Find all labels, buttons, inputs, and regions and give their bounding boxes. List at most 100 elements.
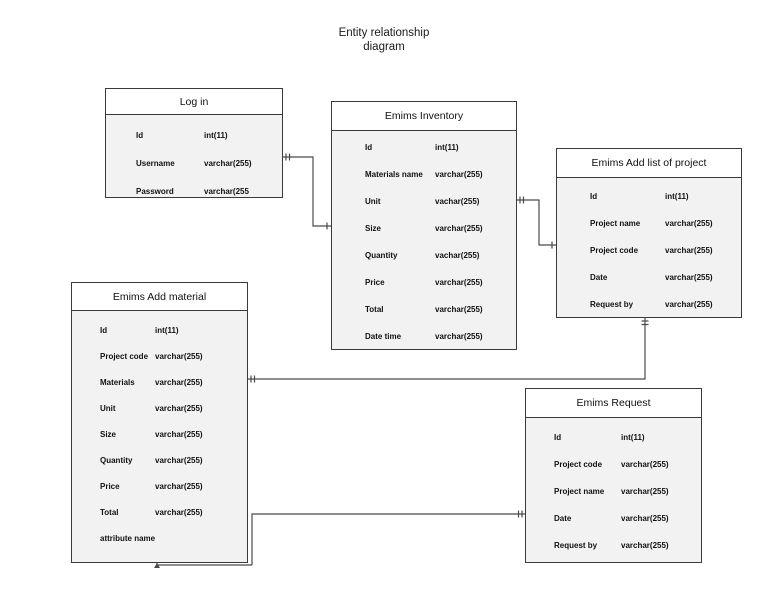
attribute-row[interactable]: Date varchar(255) [526,505,701,532]
attribute-row[interactable]: Quantity varchar(255) [72,447,247,473]
attribute-type: varchar(255) [621,487,669,496]
attribute-row[interactable]: Date varchar(255) [557,264,741,291]
attribute-name: Quantity [365,251,398,260]
attribute-type: varchar(255) [435,170,483,179]
attribute-type: varchar(255) [155,481,203,491]
attribute-row[interactable]: Id int(11) [106,121,282,149]
relationship-request-loop-to-add-material[interactable] [154,563,252,568]
relationship-line [156,563,252,566]
attribute-type: varchar(255 [204,186,249,196]
page-title-line1: Entity relationship [338,27,430,39]
attribute-row[interactable]: Project code varchar(255) [526,451,701,478]
attribute-type: int(11) [621,433,645,442]
page-title: Entity relationship diagram [254,26,514,54]
attribute-type: varchar(255) [204,158,252,168]
entity-title-log-in: Log in [106,89,282,115]
entity-title-emims-request: Emims Request [526,389,701,418]
attribute-type: int(11) [435,143,459,152]
attribute-type: varchar(255) [665,246,713,255]
attribute-type: varchar(255) [155,403,203,413]
relationship-add-material-to-request[interactable] [251,510,525,566]
attribute-name: Id [554,433,562,442]
attribute-name: Price [100,481,120,491]
attribute-name: Project name [554,487,605,496]
attribute-type: vachar(255) [435,251,480,260]
attribute-type: varchar(255) [155,351,203,361]
attribute-name: Id [100,325,108,335]
attribute-type: varchar(255) [621,460,669,469]
attribute-row[interactable]: Password varchar(255 [106,177,282,205]
attribute-row[interactable]: Total varchar(255) [72,499,247,525]
attribute-name: attribute name [100,533,155,543]
attribute-name: Total [365,305,384,314]
attribute-name: Date time [365,332,402,341]
attribute-type: varchar(255) [155,455,203,465]
attribute-name: Unit [365,197,381,206]
attribute-row[interactable]: Size varchar(255) [332,215,516,242]
attribute-type: varchar(255) [621,514,669,523]
attribute-row[interactable]: Project name varchar(255) [526,478,701,505]
attribute-type: varchar(255) [155,507,203,517]
attribute-type: int(11) [665,192,689,201]
attribute-type: int(11) [204,130,228,140]
attribute-type: varchar(255) [435,305,483,314]
attribute-name: Id [136,130,144,140]
page-title-line2: diagram [363,41,405,53]
attribute-name: Date [554,514,572,523]
attribute-type: varchar(255) [665,219,713,228]
attribute-row[interactable]: Unit vachar(255) [332,188,516,215]
attribute-type: varchar(255) [155,377,203,387]
entity-title-emims-add-material: Emims Add material [72,283,247,311]
attribute-name: Quantity [100,455,133,465]
relationship-line [517,199,556,246]
attribute-row[interactable]: Request by varchar(255) [526,532,701,559]
attribute-type: varchar(255) [665,300,713,309]
attribute-name: Password [136,186,174,196]
attribute-name: Materials name [365,170,423,179]
attribute-name: Size [365,224,382,233]
attribute-type: varchar(255) [435,224,483,233]
attribute-name: Username [136,158,175,168]
attribute-name: Request by [554,541,598,550]
entity-table-log-in[interactable]: Log in Id int(11) Username varchar(255) Passw… [105,88,283,198]
relationship-line [283,156,331,227]
relationship-inventory-to-list-of-project[interactable] [517,196,556,249]
attribute-row[interactable]: Materials name varchar(255) [332,161,516,188]
attribute-row[interactable]: Quantity vachar(255) [332,242,516,269]
attribute-type: varchar(255) [621,541,669,550]
attribute-type: vachar(255) [435,197,480,206]
attribute-row[interactable]: Id int(11) [526,424,701,451]
attribute-name: Size [100,429,117,439]
attribute-row[interactable]: Price varchar(255) [72,473,247,499]
attribute-name: Total [100,507,119,517]
relationship-login-to-inventory[interactable] [283,153,331,230]
attribute-name: Project code [554,460,603,469]
entity-title-emims-add-list-of-project: Emims Add list of project [557,149,741,178]
attribute-type: varchar(255) [665,273,713,282]
attribute-row[interactable]: Total varchar(255) [332,296,516,323]
relationship-arrowhead [154,563,160,568]
attribute-name: Price [365,278,385,287]
attribute-row[interactable]: attribute name [72,525,247,551]
attribute-name: Date [590,273,608,282]
attribute-row[interactable]: Username varchar(255) [106,149,282,177]
